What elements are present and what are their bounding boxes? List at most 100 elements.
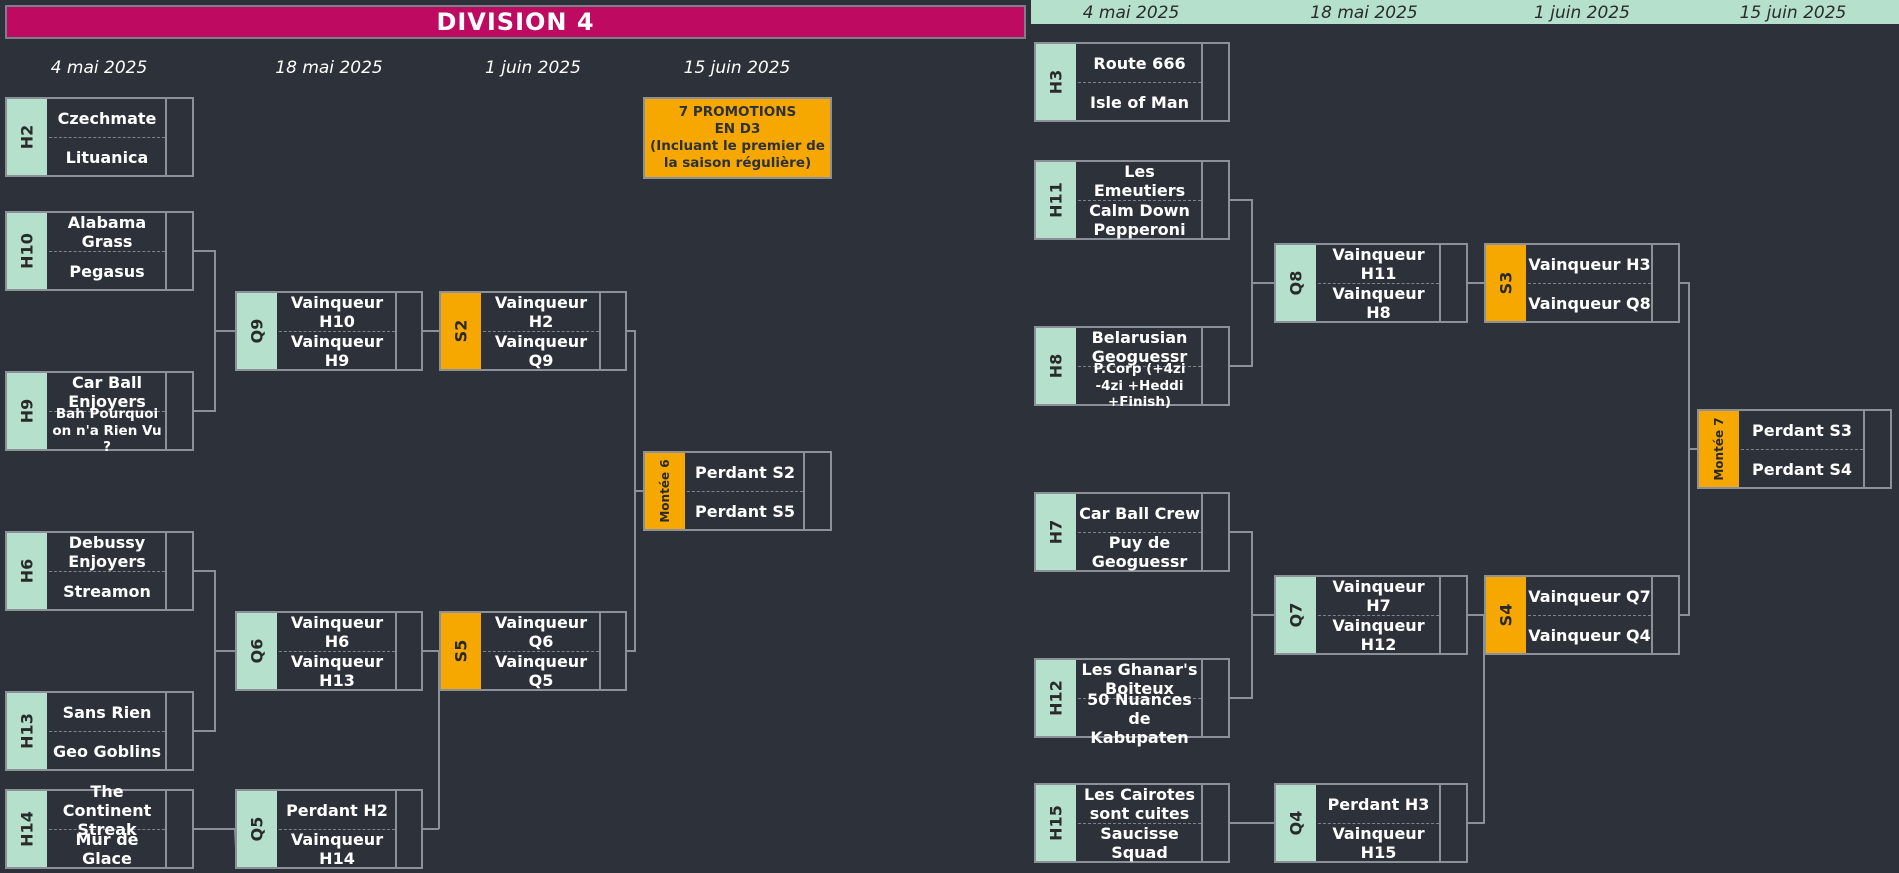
match-label-text: H3 bbox=[1046, 69, 1066, 95]
note-line-4: la saison régulière) bbox=[663, 155, 812, 171]
match-label: H7 bbox=[1036, 494, 1076, 570]
match-label: Q9 bbox=[237, 293, 277, 369]
note-line-3: (Incluant le premier de bbox=[650, 138, 825, 154]
team-top: Les Ghanar's Boiteux bbox=[1078, 660, 1201, 699]
score-cell bbox=[165, 373, 192, 449]
match-label-text: H15 bbox=[1046, 805, 1066, 841]
date-round-2: 18 mai 2025 bbox=[275, 58, 383, 78]
note-line-2: EN D3 bbox=[714, 121, 761, 137]
match-label-text: H7 bbox=[1046, 519, 1066, 545]
match-label-text: H14 bbox=[17, 811, 37, 847]
match-label: H14 bbox=[7, 791, 47, 867]
match-label-text: S5 bbox=[451, 639, 471, 663]
score-cell bbox=[395, 791, 421, 867]
team-bottom: Vainqueur H9 bbox=[290, 332, 384, 370]
match-label-text: Q4 bbox=[1286, 810, 1306, 836]
date-round-1-right: 4 mai 2025 bbox=[1082, 3, 1180, 23]
match-label-text: H8 bbox=[1046, 353, 1066, 379]
team-bottom: Lituanica bbox=[65, 147, 149, 167]
match-label-text: Q7 bbox=[1286, 602, 1306, 628]
team-bottom: Vainqueur Q9 bbox=[494, 332, 588, 370]
match-label: Q4 bbox=[1276, 785, 1316, 861]
team-top: Vainqueur H6 bbox=[279, 613, 395, 652]
score-cell bbox=[1651, 245, 1678, 321]
match-label: S2 bbox=[441, 293, 481, 369]
team-bottom: Geo Goblins bbox=[52, 741, 161, 761]
match-label-text: H10 bbox=[17, 233, 37, 269]
match-label: H2 bbox=[7, 99, 47, 175]
team-bottom: Pegasus bbox=[69, 261, 145, 281]
team-top: Perdant S2 bbox=[687, 453, 803, 492]
team-top: Les Emeutiers bbox=[1078, 162, 1201, 201]
score-cell bbox=[1439, 245, 1466, 321]
team-top: Vainqueur H3 bbox=[1528, 245, 1651, 284]
match-label: Q8 bbox=[1276, 245, 1316, 321]
score-cell bbox=[395, 613, 421, 689]
team-bottom: Streamon bbox=[63, 581, 151, 601]
match-label-text: Q6 bbox=[247, 638, 267, 664]
match-label-text: H9 bbox=[17, 398, 37, 424]
team-top: Vainqueur Q6 bbox=[483, 613, 599, 652]
score-cell bbox=[1651, 577, 1678, 653]
match-label: S3 bbox=[1486, 245, 1526, 321]
team-top: Vainqueur Q7 bbox=[1528, 577, 1651, 616]
team-bottom: Vainqueur Q5 bbox=[494, 652, 588, 690]
score-cell bbox=[1201, 328, 1228, 404]
score-cell bbox=[1201, 162, 1228, 238]
match-label-text: H12 bbox=[1046, 680, 1066, 716]
team-top: Route 666 bbox=[1078, 44, 1201, 83]
team-bottom: Vainqueur Q8 bbox=[1528, 293, 1651, 313]
score-cell bbox=[165, 213, 192, 289]
team-bottom: Vainqueur H12 bbox=[1332, 616, 1425, 654]
connector-line bbox=[1230, 531, 1253, 699]
match-label-text: S2 bbox=[451, 319, 471, 343]
team-top: Vainqueur H11 bbox=[1318, 245, 1439, 284]
team-top: Debussy Enjoyers bbox=[49, 533, 165, 572]
team-bottom: Perdant S5 bbox=[695, 501, 795, 521]
team-bottom: Vainqueur H13 bbox=[290, 652, 384, 690]
team-bottom: Bah Pourquoi on n'a Rien Vu ? bbox=[52, 406, 162, 456]
match-label: H12 bbox=[1036, 660, 1076, 736]
match-label: H9 bbox=[7, 373, 47, 449]
team-top: Vainqueur H2 bbox=[483, 293, 599, 332]
date-round-1: 4 mai 2025 bbox=[50, 58, 148, 78]
score-cell bbox=[1201, 44, 1228, 120]
match-label: H10 bbox=[7, 213, 47, 289]
team-bottom: Perdant S4 bbox=[1752, 459, 1852, 479]
team-bottom: Saucisse Squad bbox=[1100, 824, 1179, 862]
connector-line bbox=[194, 250, 216, 412]
match-label: H13 bbox=[7, 693, 47, 769]
note-line-1: 7 PROMOTIONS bbox=[678, 104, 797, 120]
team-top: Czechmate bbox=[49, 99, 165, 138]
match-label-text: Montée 7 bbox=[1712, 417, 1726, 481]
connector-line bbox=[1230, 199, 1253, 367]
match-label-text: H11 bbox=[1046, 182, 1066, 218]
date-round-3-right: 1 juin 2025 bbox=[1534, 3, 1630, 23]
team-top: Perdant H2 bbox=[279, 791, 395, 830]
team-top: Belarusian Geoguessr bbox=[1078, 328, 1201, 367]
score-cell bbox=[165, 533, 192, 609]
match-label: H11 bbox=[1036, 162, 1076, 238]
date-header-band bbox=[1031, 0, 1899, 24]
score-cell bbox=[165, 693, 192, 769]
match-label-text: S3 bbox=[1496, 271, 1516, 295]
page-title: DIVISION 4 bbox=[5, 5, 1026, 39]
score-cell bbox=[1439, 577, 1466, 653]
score-cell bbox=[1201, 494, 1228, 570]
match-label: H3 bbox=[1036, 44, 1076, 120]
team-top: Vainqueur H7 bbox=[1318, 577, 1439, 616]
